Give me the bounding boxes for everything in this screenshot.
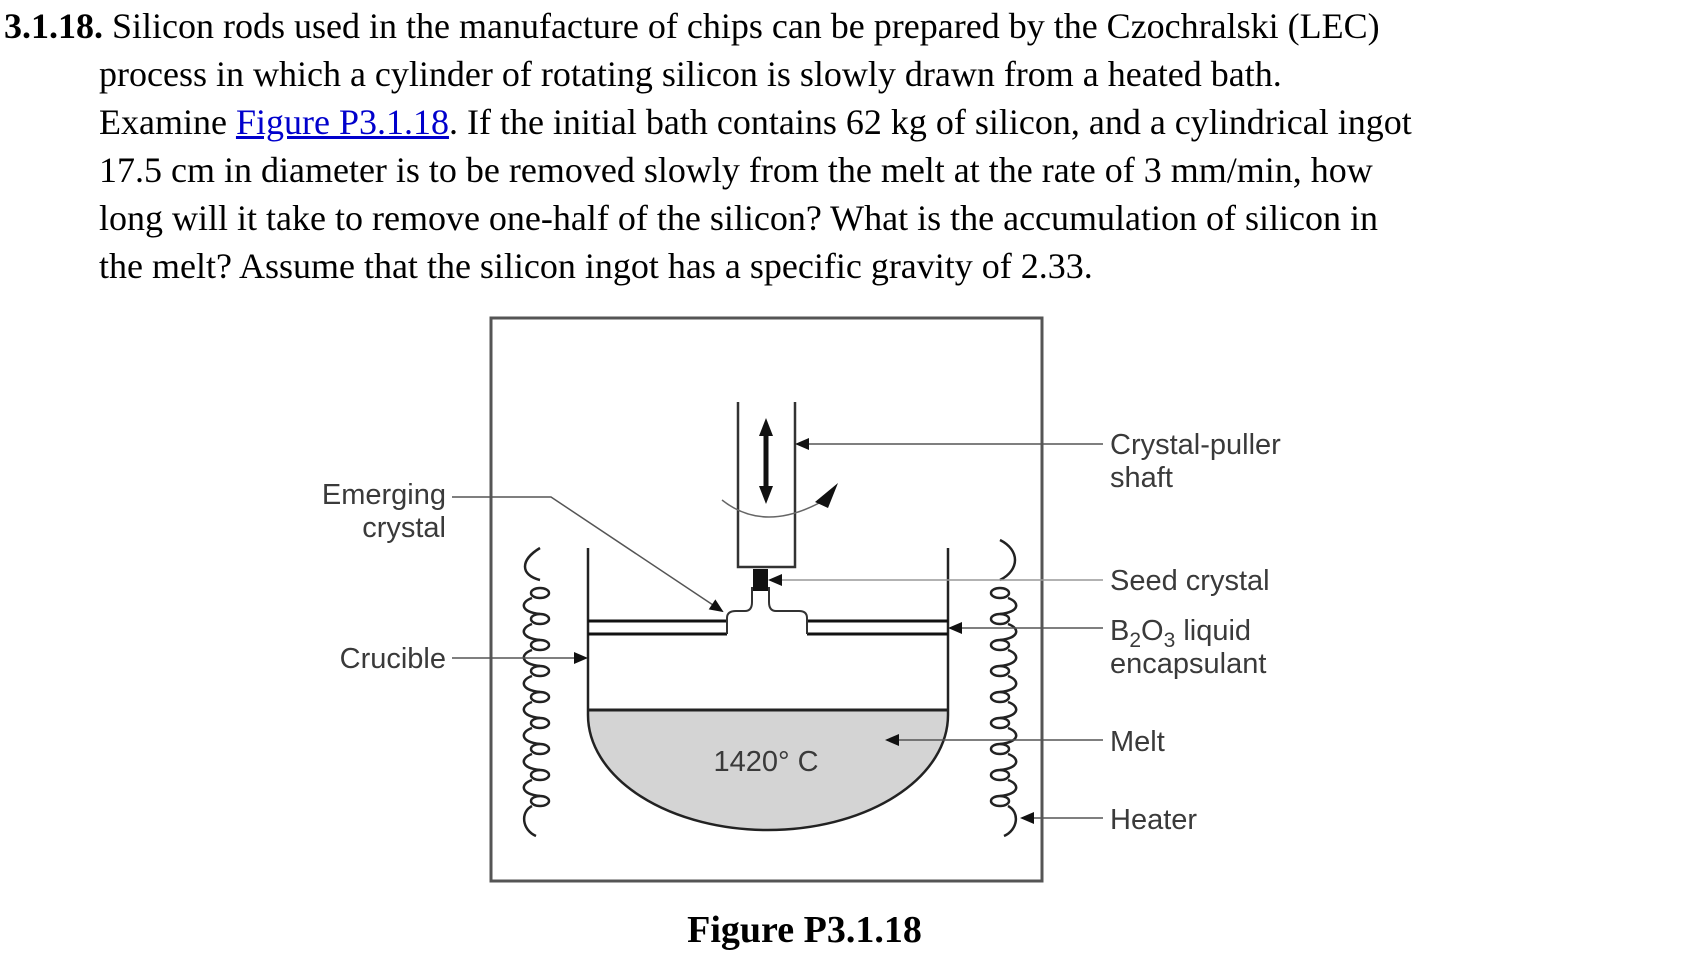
label-crystal: crystal [362, 512, 446, 544]
seed-crystal [753, 569, 768, 591]
label-melt: Melt [1110, 726, 1165, 758]
label-shaft: shaft [1110, 462, 1173, 494]
label-emerging: Emerging [322, 479, 446, 511]
problem-text-3b: . If the initial bath contains 62 kg of … [448, 102, 1412, 142]
label-encapsulant: encapsulant [1110, 648, 1266, 680]
problem-text-3a: Examine [99, 102, 236, 142]
label-b2o3: B2O3 liquid [1110, 615, 1251, 652]
label-crystal-puller: Crystal-puller [1110, 429, 1281, 461]
emerging-crystal [726, 587, 808, 634]
furnace-frame [489, 316, 1044, 883]
crucible-bottom [586, 714, 950, 832]
heater-coil-left [522, 546, 551, 838]
leader-emerging-crystal [452, 496, 724, 613]
problem-line-5: long will it take to remove one-half of … [99, 198, 1379, 238]
problem-number: 3.1.18. [4, 6, 103, 46]
puller-shaft [736, 402, 797, 569]
figure-caption: Figure P3.1.18 [687, 909, 922, 951]
problem-line-4: 17.5 cm in diameter is to be removed slo… [99, 150, 1373, 190]
label-heater: Heater [1110, 804, 1197, 836]
problem-line-6: the melt? Assume that the silicon ingot … [99, 246, 1093, 286]
label-crucible: Crucible [340, 643, 446, 675]
problem-text-1: Silicon rods used in the manufacture of … [112, 6, 1380, 46]
problem-line-1: 3.1.18. Silicon rods used in the manufac… [4, 2, 1380, 51]
heater-coil-right [989, 538, 1018, 838]
figure-link[interactable]: Figure P3.1.18 [235, 102, 449, 142]
label-seed-crystal: Seed crystal [1110, 565, 1270, 597]
problem-line-3: Examine Figure P3.1.18. If the initial b… [99, 98, 1412, 147]
problem-line-2: process in which a cylinder of rotating … [99, 54, 1282, 94]
melt-region [588, 710, 948, 830]
label-temperature: 1420° C [713, 746, 818, 778]
